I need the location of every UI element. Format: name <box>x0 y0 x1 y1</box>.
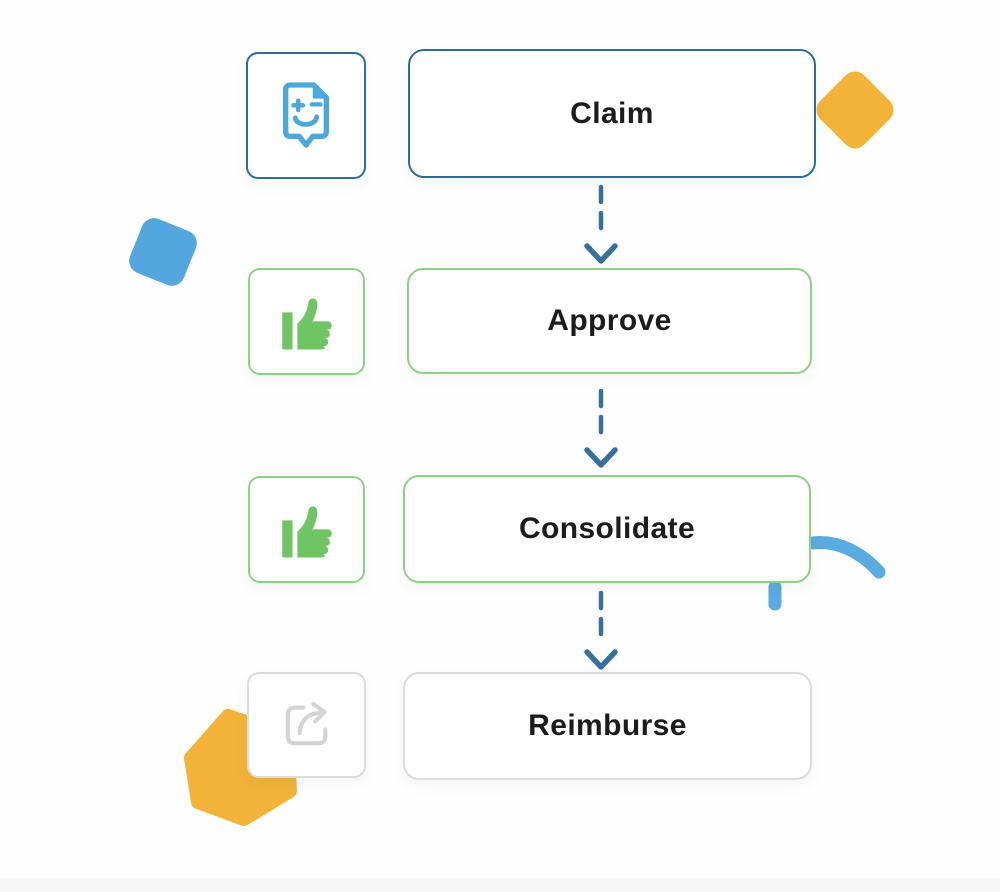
arrow-consolidate-to-reimburse <box>584 590 618 670</box>
share-export-icon <box>285 701 327 746</box>
reimburse-step-label: Reimburse <box>528 709 687 742</box>
flow-step-consolidate: Consolidate <box>403 475 811 583</box>
arrow-claim-to-approve <box>584 184 618 264</box>
bottom-section-edge <box>0 878 1000 892</box>
blue-squiggle-decoration <box>768 536 886 611</box>
consolidate-step-label: Consolidate <box>518 512 696 545</box>
thumbs-up-icon <box>281 297 332 349</box>
approve-step-icon-box <box>248 268 365 375</box>
flow-step-approve: Approve <box>407 268 812 374</box>
reimburse-step-icon-box <box>247 672 366 778</box>
thumbs-up-icon <box>281 505 332 557</box>
blue-square-decoration <box>125 214 201 290</box>
claim-step-label: Claim <box>570 96 654 130</box>
flow-step-claim: Claim <box>408 49 816 178</box>
arrow-approve-to-consolidate <box>584 388 618 468</box>
approve-step-label: Approve <box>547 304 672 337</box>
claim-document-icon <box>282 81 330 148</box>
flow-step-reimburse: Reimburse <box>403 672 812 780</box>
orange-diamond-decoration <box>811 66 899 154</box>
consolidate-step-icon-box <box>248 476 365 583</box>
claim-step-icon-box <box>246 52 366 179</box>
